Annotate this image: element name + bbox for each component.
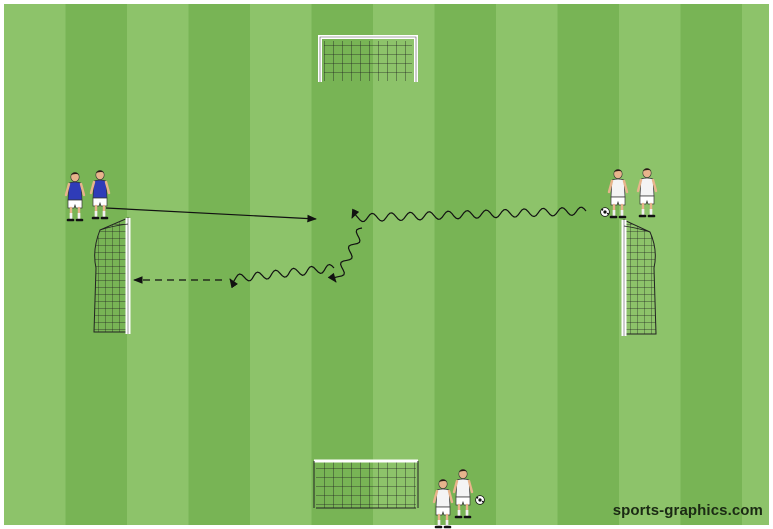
soccer-ball	[601, 208, 610, 217]
goal-top	[320, 37, 416, 82]
goal-left	[94, 218, 128, 334]
goal-right	[624, 220, 656, 336]
watermark: sports-graphics.com	[613, 502, 763, 519]
goal-bottom	[314, 461, 418, 508]
soccer-ball	[476, 496, 485, 505]
